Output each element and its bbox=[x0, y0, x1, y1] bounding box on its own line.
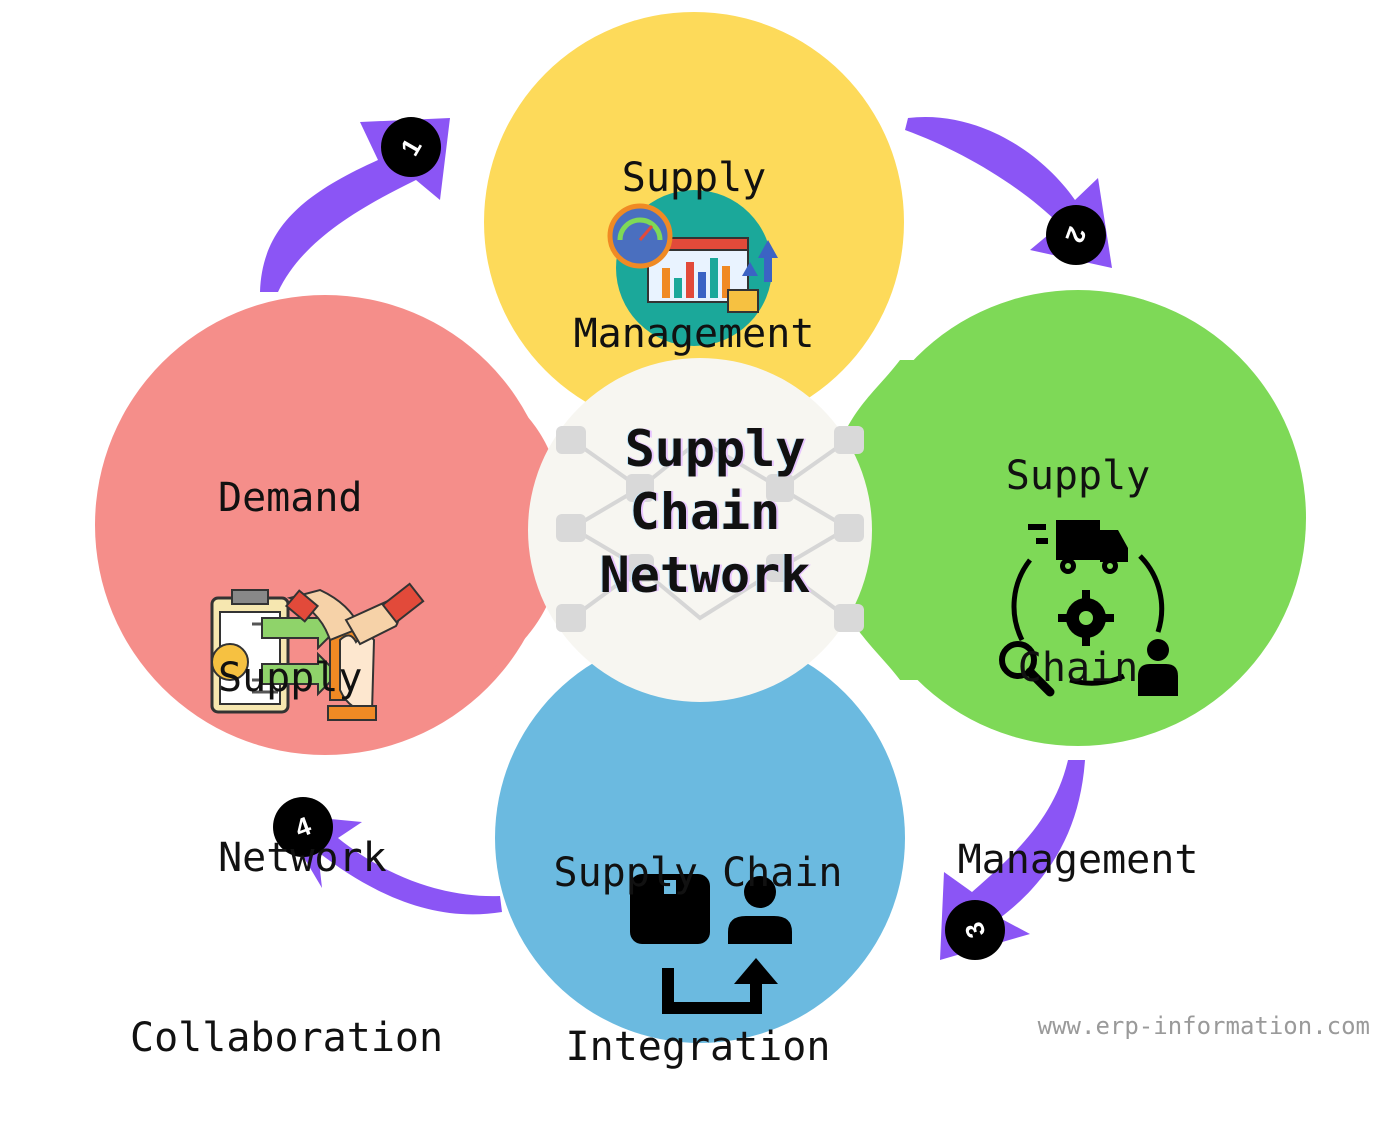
stage-circle-demand-supply-network-collaboration bbox=[95, 295, 565, 755]
stage-4-label: Demand Supply Network Collaboration bbox=[116, 348, 516, 1128]
stage-4-label-line: Demand bbox=[218, 475, 363, 521]
dashboard-chart-icon bbox=[607, 190, 778, 346]
stage-2-label-line: Supply bbox=[1005, 453, 1151, 499]
stage-2-label-line: Chain bbox=[1017, 645, 1139, 691]
arrow-4 bbox=[278, 814, 502, 915]
stage-circle-supply-chain-integration bbox=[495, 633, 905, 1043]
stage-3-label-line: Supply Chain bbox=[553, 850, 843, 896]
delivery-cycle-icon bbox=[999, 520, 1178, 697]
stage-3-label: Supply Chain Integration bbox=[498, 728, 898, 1134]
center-title-line: Supply bbox=[624, 420, 806, 478]
stage-4-label-line: Collaboration bbox=[130, 1015, 444, 1061]
stage-circle-supply-chain-management bbox=[825, 290, 1306, 746]
stage-4-label-line: Network bbox=[194, 835, 387, 881]
center-title-line: Network bbox=[599, 546, 811, 604]
badge-4: 4 bbox=[273, 797, 333, 857]
center-title-line: Chain bbox=[629, 483, 781, 541]
diagram: 1 2 3 4 bbox=[95, 12, 1370, 1070]
stage-1-label-line: Supply bbox=[621, 155, 767, 201]
stage-3-label-line: Integration bbox=[565, 1024, 831, 1070]
center-title: Supply Chain Network bbox=[560, 418, 850, 607]
stage-2-label: Supply Chain Management bbox=[900, 316, 1256, 956]
badge-2: 2 bbox=[1046, 205, 1106, 265]
diagram-canvas: 1 2 3 4 bbox=[95, 12, 1306, 1043]
stage-4-label-line: Supply bbox=[218, 655, 363, 701]
badge-3: 3 bbox=[945, 900, 1005, 960]
watermark: www.erp-information.com bbox=[1037, 1012, 1370, 1040]
stage-1-label-line: Management bbox=[573, 311, 815, 357]
handshake-collaboration-icon bbox=[210, 582, 425, 721]
badge-1: 1 bbox=[381, 117, 441, 177]
box-user-exchange-icon bbox=[630, 874, 792, 1014]
stage-1-label: Supply Management bbox=[494, 48, 894, 412]
network-nodes bbox=[556, 426, 864, 632]
center-hub bbox=[528, 358, 872, 702]
stage-2-label-line: Management bbox=[957, 837, 1199, 883]
